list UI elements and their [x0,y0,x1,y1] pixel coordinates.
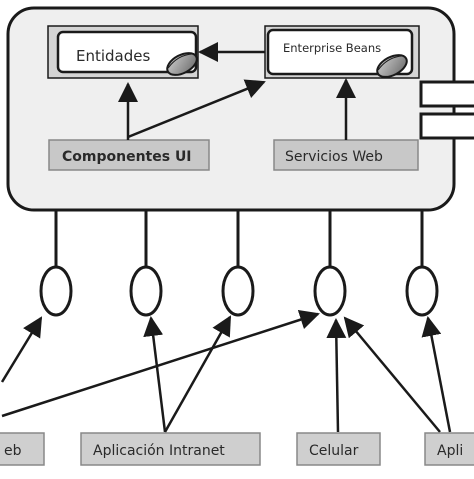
interface-port-bottom [419,112,474,140]
aplicacion-client-label: Apli [437,443,463,459]
celular-label: Celular [309,443,359,459]
aplicacion-intranet-label: Aplicación Intranet [93,443,225,459]
interface-port-top [419,80,474,108]
entidades-box [56,30,198,74]
interface-connector [405,210,439,317]
database-icon [376,54,408,78]
servicios-web-label: Servicios Web [285,149,383,165]
interface-connector [221,210,255,317]
aplicacion-client-box [424,432,474,466]
enterprise-beans-box [266,28,414,76]
interface-connector [313,210,347,317]
interface-connector [129,210,163,317]
servicios-web-box [273,139,419,171]
arrow-intranet-to-interface-2 [143,316,167,433]
arrow-celular-to-interface-4 [326,318,347,433]
web-client-box [0,432,45,466]
celular-box [296,432,381,466]
entidades-label: Entidades [76,47,150,65]
arrow-ui-to-beans [127,79,266,139]
enterprise-beans-label: Enterprise Beans [283,41,381,55]
web-client-label: eb [4,443,22,459]
arrow-web-to-interface-1 [0,316,43,383]
arrow-aplicacion-to-interface-4 [343,316,441,433]
arrow-aplicacion-to-interface-5 [421,316,452,433]
componentes-ui-label: Componentes UI [62,149,192,165]
database-icon [166,52,198,76]
arrow-web-to-interface-4 [1,310,320,418]
aplicacion-intranet-box [80,432,261,466]
arrow-intranet-to-interface-3 [163,315,232,433]
interface-connector [39,210,73,317]
